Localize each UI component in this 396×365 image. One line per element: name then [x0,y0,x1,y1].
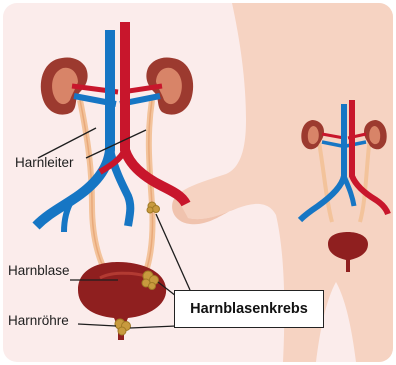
ureter-leader-right [86,130,146,158]
callout-leader-urethra [130,326,176,328]
ureter-label: Harnleiter [15,155,74,170]
urethra-leader [78,324,116,326]
bladder-cancer-callout: Harnblasenkrebs [174,290,324,328]
urethra-label: Harnröhre [8,313,69,328]
bladder-label: Harnblase [8,263,70,278]
tumor-urethra [115,319,131,335]
tumor-ureter [147,202,160,213]
